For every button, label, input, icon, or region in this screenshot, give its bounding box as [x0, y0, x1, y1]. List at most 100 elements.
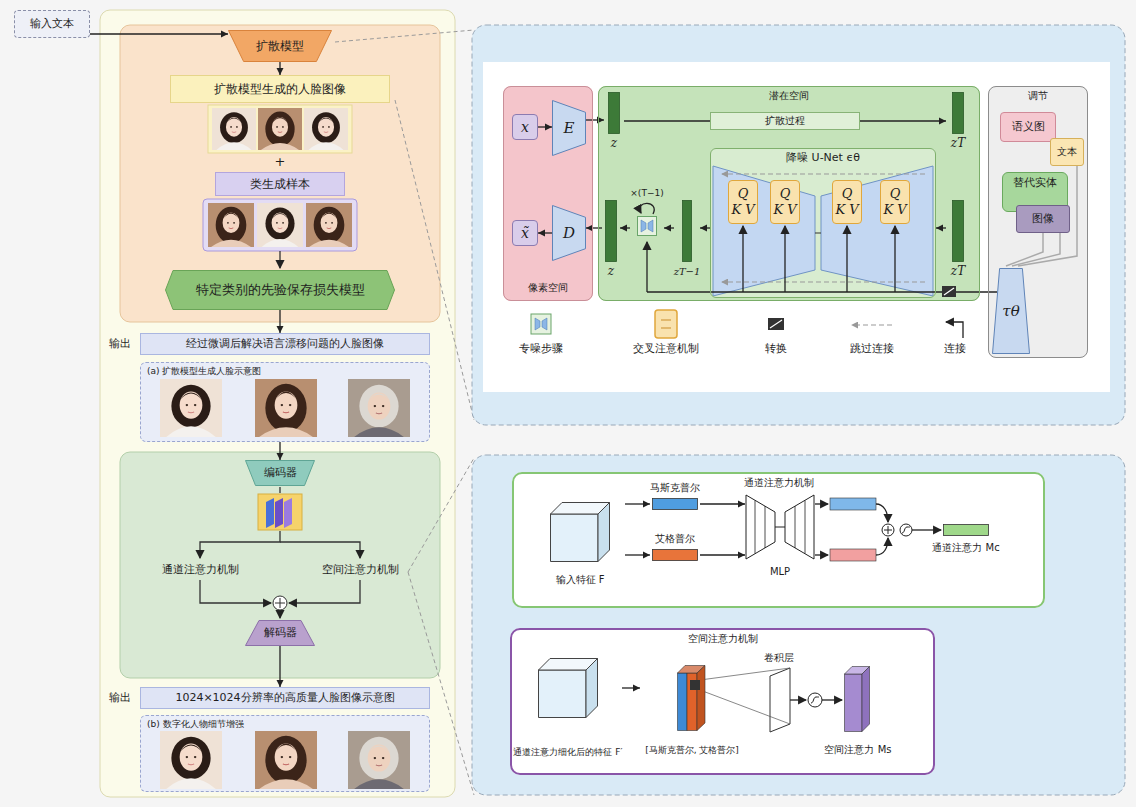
sum-symbol — [273, 596, 287, 610]
title-band: 类生成样本 — [215, 172, 345, 196]
encoder-block: 编码器 — [245, 460, 315, 486]
legend-icons — [946, 322, 963, 338]
ldm-panel — [503, 86, 593, 301]
cbam-wires — [822, 699, 842, 700]
encoder-block-shape — [553, 101, 586, 156]
latent-bar: zT — [946, 92, 970, 150]
pooling-bar-shape — [653, 499, 698, 510]
text-area: z — [604, 92, 624, 150]
feature-cube-shape — [538, 658, 598, 718]
arrowhead — [545, 124, 552, 131]
text-area: zT−1 — [674, 200, 700, 278]
operator-symbols — [902, 527, 910, 533]
feature-cube-shape — [586, 659, 598, 718]
node-text: 通道注意力细化后的特征 F′ — [513, 747, 622, 758]
node-text: 扩散模型生成的人脸图像 — [214, 82, 346, 96]
connector — [277, 62, 284, 75]
input-box: 输入文本 — [14, 10, 90, 38]
node-text: Q — [890, 186, 901, 202]
left-wires — [280, 542, 360, 558]
cbam-wires — [876, 504, 888, 522]
latent-bar-shape — [605, 200, 617, 262]
annotation-label: 卷积层 — [755, 652, 803, 664]
switch-symbol — [944, 288, 954, 295]
connector-line — [624, 120, 710, 121]
ldm-panel — [710, 148, 936, 298]
mlp-block-shape — [765, 506, 766, 548]
left-panels — [120, 25, 440, 322]
latent-bar: zT — [946, 200, 970, 278]
text-area: z — [602, 200, 620, 278]
title-band: 扩散模型生成的人脸图像 — [170, 75, 390, 103]
annotation-label: 输出 — [104, 337, 136, 350]
arrowhead — [620, 225, 627, 232]
decoder-block: 解码器 — [245, 620, 315, 646]
image-symbol: x — [512, 114, 538, 140]
node-text: 空间注意力 Ms — [824, 744, 891, 756]
leader-lines — [395, 100, 474, 420]
legend-icons — [852, 325, 892, 326]
node-text: 通道注意力机制 — [744, 477, 814, 489]
arrowhead — [277, 68, 284, 75]
conditioning-wires — [846, 226, 847, 292]
feature-cube-shape — [551, 514, 599, 562]
latent-space-box: 潜在空间z扩散过程zT降噪 U-Net ϵθQK VQK VQK VQK Vz×… — [598, 86, 980, 301]
denoise-step-shape — [637, 216, 657, 236]
legend-text: 转换 — [731, 342, 821, 355]
text-area: (a) 扩散模型生成人脸示意图 — [141, 363, 429, 441]
attention-map-shape — [862, 667, 870, 732]
encoder-block-shape — [246, 461, 315, 486]
legend-icons — [655, 310, 677, 338]
photo-strip — [255, 379, 317, 437]
latent-bar-shape — [609, 93, 620, 134]
mlp-block-shape — [755, 501, 756, 554]
conv-layer — [700, 668, 790, 732]
text-area: MLP — [745, 494, 815, 578]
legend-icons — [661, 320, 671, 321]
legend-icons — [770, 320, 782, 328]
leader-lines — [335, 30, 474, 795]
text-area: 类生成样本 — [216, 173, 344, 195]
connector — [625, 501, 650, 508]
node-text: 1024×1024分辨率的高质量人脸图像示意图 — [175, 691, 394, 704]
left-wires — [200, 580, 271, 603]
process-box: 扩散过程 — [710, 112, 860, 130]
conditioning-wires — [646, 242, 647, 292]
node-text: Q — [842, 186, 853, 202]
node-text: 图像 — [1032, 212, 1054, 225]
node-text: zT−1 — [674, 266, 701, 278]
node-text: ×(T−1) — [630, 188, 663, 199]
connector — [622, 685, 640, 692]
conv-layer — [700, 690, 790, 724]
mlp-block: MLP — [745, 494, 815, 578]
node-text: 类生成样本 — [250, 177, 310, 191]
text-area: D — [552, 205, 586, 261]
cross-attention-box: QK V — [880, 180, 910, 224]
text-area: 1024×1024分辨率的高质量人脸图像示意图 — [141, 688, 429, 708]
photo-strip — [208, 203, 254, 247]
ldm-panel — [1012, 233, 1060, 266]
latent-bar-shape — [683, 201, 692, 262]
left-wires — [279, 251, 280, 268]
arrowhead — [643, 552, 650, 559]
mlp-block-shape — [795, 506, 796, 548]
ldm-panel — [483, 62, 1110, 392]
node-text: 艾格普尔 — [655, 533, 695, 545]
connector — [860, 118, 946, 125]
node-text: 空间注意力机制 — [688, 633, 758, 645]
photo-strip — [257, 203, 303, 247]
output-band: 经过微调后解决语言漂移问题的人脸图像 — [140, 333, 430, 355]
conditioning-wires — [742, 226, 743, 292]
condition-box: 文本 — [1050, 138, 1084, 166]
condition-box: 语义图 — [1000, 112, 1056, 142]
left-panels — [140, 362, 430, 442]
node-text: 文本 — [1057, 146, 1077, 158]
text-area: 扩散模型 — [228, 30, 332, 62]
feature-cube: 输入特征 F — [535, 498, 625, 586]
text-area: E — [552, 100, 586, 156]
legend-icons — [531, 314, 551, 334]
text-area: 扩散模型生成的人脸图像 — [171, 76, 389, 102]
photo-strip — [208, 105, 352, 153]
